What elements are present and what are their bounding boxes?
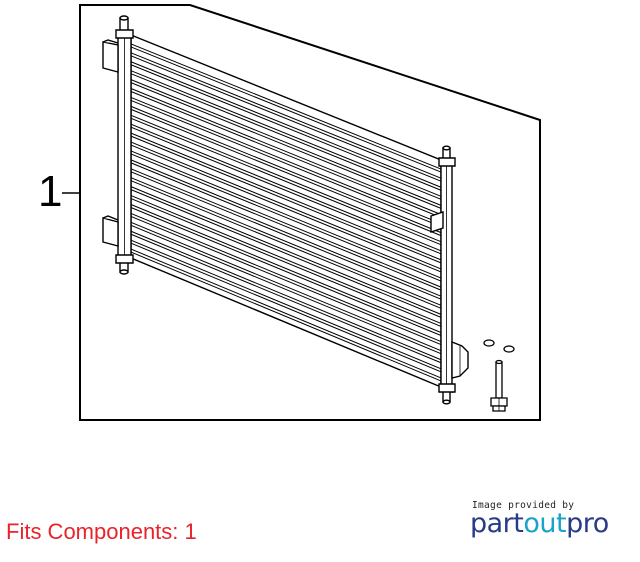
fin-line bbox=[130, 55, 442, 182]
hardware bbox=[483, 339, 515, 412]
fin-line bbox=[130, 189, 442, 318]
fin-line bbox=[130, 171, 442, 300]
fin-line bbox=[130, 242, 442, 373]
mounting-bolt bbox=[490, 359, 508, 412]
fin-line bbox=[130, 88, 442, 215]
parts-diagram bbox=[62, 4, 541, 421]
fin-line bbox=[130, 230, 442, 361]
fin-line bbox=[130, 96, 442, 225]
fin-line bbox=[130, 52, 442, 179]
brand-part: part bbox=[470, 508, 524, 539]
callout-number: 1 bbox=[38, 167, 63, 216]
fin-line bbox=[130, 91, 442, 218]
fin-line bbox=[130, 233, 442, 364]
fin-line bbox=[130, 239, 442, 370]
fin-line bbox=[130, 215, 442, 346]
fin-line bbox=[130, 70, 442, 197]
fin-line bbox=[130, 64, 442, 191]
fin-line bbox=[130, 46, 442, 173]
fin-line bbox=[130, 251, 442, 382]
brand-out: out bbox=[523, 508, 567, 539]
fits-components-label: Fits Components: 1 bbox=[6, 519, 197, 544]
fin-line bbox=[130, 61, 442, 188]
condenser-assembly bbox=[102, 15, 469, 405]
fin-line bbox=[130, 159, 442, 288]
fin-line bbox=[130, 177, 442, 306]
fin-line bbox=[130, 212, 442, 343]
fin-line bbox=[130, 79, 442, 206]
fin-line bbox=[130, 43, 442, 170]
o-ring-1 bbox=[483, 339, 495, 347]
o-ring-2 bbox=[503, 345, 515, 353]
brand-pro: pro bbox=[566, 508, 609, 539]
fin-line bbox=[130, 123, 442, 252]
fin-line bbox=[130, 105, 442, 234]
fin-line bbox=[130, 186, 442, 315]
left-lower-bracket bbox=[102, 217, 119, 247]
fin-line bbox=[130, 117, 442, 246]
fin-line bbox=[130, 224, 442, 355]
fin-line bbox=[130, 141, 442, 270]
fin-line bbox=[130, 207, 442, 336]
fin-line bbox=[130, 126, 442, 255]
fin-line bbox=[130, 248, 442, 379]
fin-line bbox=[130, 153, 442, 282]
fin-line bbox=[130, 99, 442, 228]
fin-line bbox=[130, 150, 442, 279]
fin-line bbox=[130, 73, 442, 200]
fin-line bbox=[130, 82, 442, 209]
fin-line bbox=[130, 204, 442, 333]
fin-line bbox=[130, 144, 442, 273]
fin-line bbox=[130, 162, 442, 291]
fin-line bbox=[130, 168, 442, 297]
fin-line bbox=[130, 195, 442, 324]
image-provided-by-label: Image provided by bbox=[472, 500, 575, 511]
fin-line bbox=[130, 132, 442, 261]
fin-line bbox=[130, 180, 442, 309]
fin-line bbox=[130, 221, 442, 352]
diagram-frame bbox=[79, 4, 541, 421]
condenser-fins bbox=[130, 43, 442, 382]
fin-line bbox=[130, 108, 442, 237]
fin-line bbox=[130, 135, 442, 264]
fin-line bbox=[130, 198, 442, 327]
right-tab bbox=[430, 211, 444, 233]
left-upper-bracket bbox=[102, 41, 119, 73]
partoutpro-logo: partoutpro bbox=[470, 508, 609, 539]
fin-line bbox=[130, 114, 442, 243]
